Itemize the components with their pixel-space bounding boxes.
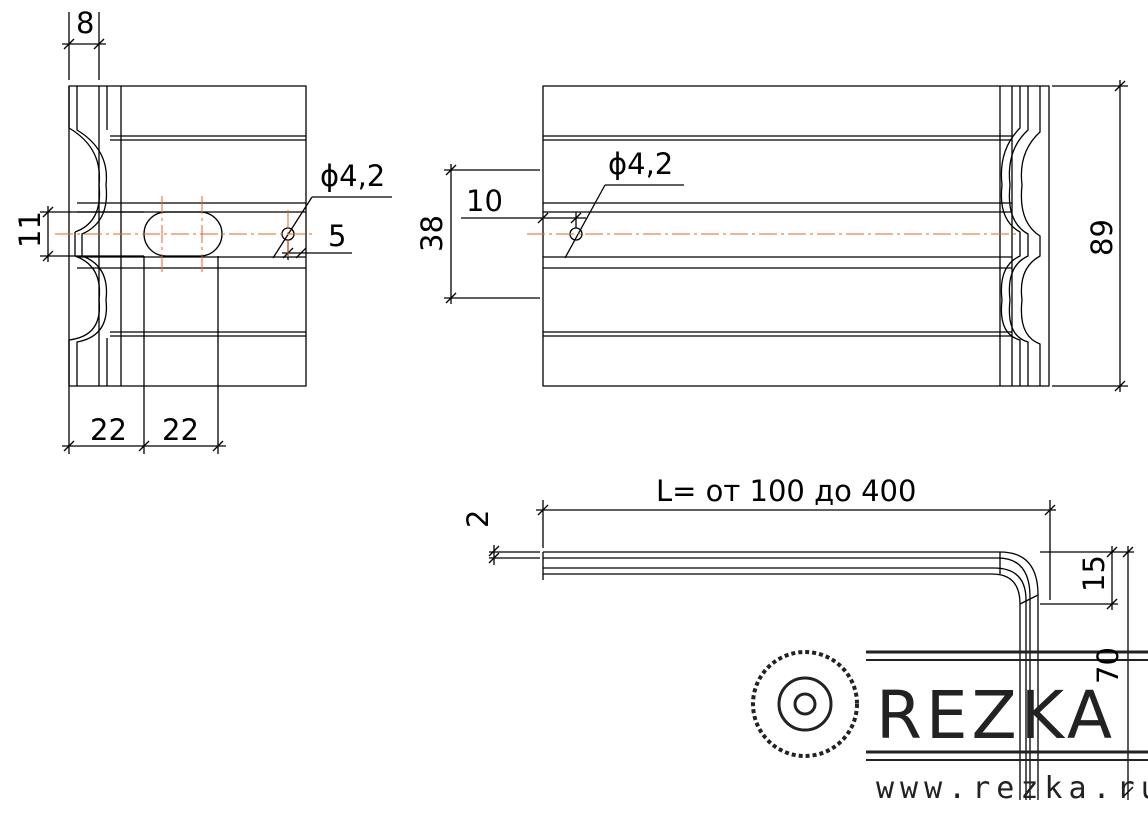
dim-thickness: 2 (461, 510, 495, 528)
left-centerlines (55, 196, 312, 272)
left-view-labels: 8 ϕ4,2 5 11 22 22 (13, 6, 385, 447)
dim-slot-height: 11 (13, 211, 47, 248)
dim-bend: 15 (1077, 555, 1111, 592)
dim-bottom-second: 22 (162, 413, 199, 447)
dim-hole-diameter-right: ϕ4,2 (608, 147, 673, 181)
dim-bottom-first: 22 (90, 413, 127, 447)
right-profile-edge (1000, 86, 1021, 386)
dim-leg: 70 (1091, 647, 1125, 684)
dim-height-38: 38 (415, 215, 449, 252)
bottom-view (488, 500, 1134, 800)
saw-blade-icon (751, 650, 859, 758)
logo-text: REZKA www.rezka.ru (876, 677, 1148, 806)
right-view-labels: ϕ4,2 10 38 89 (415, 147, 1119, 256)
bracket-outer-edge (543, 551, 1039, 800)
dim-height-89: 89 (1085, 219, 1119, 256)
dim-hole-offset-left: 5 (328, 219, 346, 253)
right-view (444, 80, 1128, 392)
dim-length: L= от 100 до 400 (656, 474, 916, 508)
left-profile-edge (68, 86, 101, 386)
logo (751, 650, 1148, 761)
left-view-outline (68, 85, 307, 387)
right-view-outline (542, 85, 1050, 387)
dim-hole-offset-right: 10 (466, 184, 503, 218)
dim-top-width: 8 (76, 6, 94, 40)
logo-url: www.rezka.ru (876, 771, 1148, 806)
bottom-view-labels: L= от 100 до 400 2 15 70 (461, 474, 1125, 684)
logo-brand: REZKA (876, 677, 1116, 754)
dim-hole-diameter-left: ϕ4,2 (320, 159, 385, 193)
left-view (40, 12, 392, 454)
